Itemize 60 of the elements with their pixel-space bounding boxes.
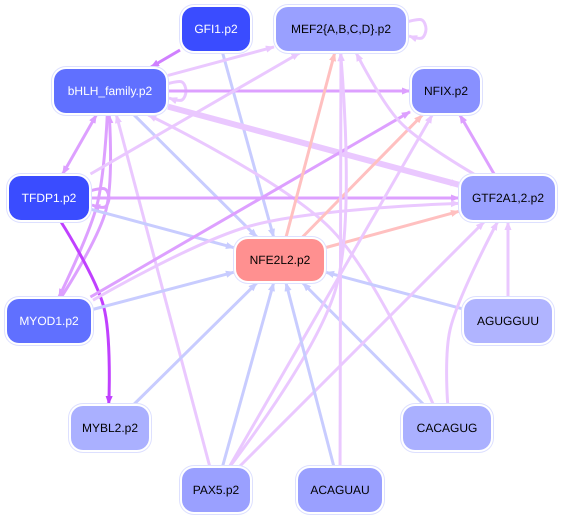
node-box (71, 406, 149, 450)
arrow (92, 200, 460, 302)
node-box (182, 468, 250, 512)
node-label: MEF2{A,B,C,D}.p2 (290, 22, 392, 36)
arrow (284, 282, 336, 466)
arrow (238, 220, 486, 468)
node-label: MYBL2.p2 (82, 421, 138, 435)
node-label: AGUGGUU (476, 314, 539, 328)
node-label: GTF2A1,2.p2 (472, 191, 544, 205)
node-box (461, 176, 555, 220)
node-box (54, 69, 166, 113)
node-box (276, 7, 406, 51)
arrow (167, 104, 460, 188)
arrow (91, 194, 460, 202)
node-label: MYOD1.p2 (19, 314, 79, 328)
arrow (90, 208, 235, 250)
node-box (403, 406, 491, 450)
arrow (92, 270, 235, 311)
arrow (504, 221, 512, 297)
arrow (61, 114, 98, 175)
arrow (445, 221, 499, 404)
arrow (325, 270, 462, 310)
arrow (228, 114, 434, 467)
arrow (302, 114, 424, 238)
arrow (337, 52, 345, 466)
arrow (114, 114, 212, 466)
arrow (354, 52, 475, 176)
arrow (168, 87, 411, 95)
node-label: NFIX.p2 (424, 84, 468, 98)
arrow (90, 187, 110, 212)
arrow (221, 52, 276, 238)
node-label: bHLH_family.p2 (68, 84, 152, 98)
arrow (90, 52, 300, 176)
node-box (236, 239, 324, 281)
node-label: CACAGUG (416, 421, 478, 435)
node-box (298, 468, 382, 512)
arrow (150, 48, 181, 68)
node-label: PAX5.p2 (192, 483, 240, 497)
arrow (302, 282, 424, 406)
arrow (168, 46, 275, 77)
arrow (60, 221, 113, 405)
arrow (90, 110, 411, 298)
arrow (166, 80, 188, 104)
arrow (326, 210, 460, 249)
arrow (221, 282, 276, 466)
node-label: NFE2L2.p2 (250, 253, 310, 267)
node-label: GFI1.p2 (194, 22, 238, 36)
arrow (133, 282, 258, 406)
node-label: ACAGUAU (310, 483, 370, 497)
arrow (458, 114, 496, 175)
arrow (133, 114, 258, 238)
arrow (148, 114, 434, 405)
node-box (464, 299, 552, 343)
node-box (182, 7, 250, 51)
node-box (412, 69, 480, 113)
node-box (7, 299, 91, 343)
arrow (284, 52, 336, 238)
node-box (9, 176, 89, 220)
node-label: TFDP1.p2 (22, 191, 76, 205)
arrow (406, 18, 428, 42)
